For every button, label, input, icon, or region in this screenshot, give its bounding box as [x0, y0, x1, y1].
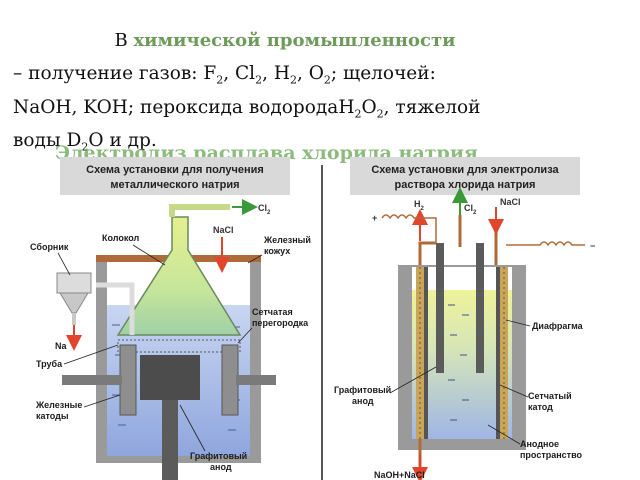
- graphite-anode-1: [436, 243, 444, 373]
- left-diagram: Схема установки для получения металличес…: [30, 157, 311, 480]
- left-title-2: металлического натрия: [110, 179, 239, 191]
- label-anod-2: анод: [210, 462, 232, 472]
- label-anodnoe-1: Анодное: [520, 439, 559, 449]
- label-katody-1: Железные: [35, 400, 82, 410]
- iron-cathode-right: [221, 344, 239, 416]
- mesh-cathode: [424, 267, 428, 439]
- anode-coil: [381, 214, 437, 243]
- right-title-2: раствора хлорида натрия: [395, 179, 536, 191]
- electrolysis-diagrams: Схема установки для получения металличес…: [30, 157, 595, 480]
- body-text: – получение газов: F2, Cl2, H2, O2; щело…: [13, 60, 613, 161]
- text-line-1: – получение газов: F2, Cl2, H2, O2; щело…: [13, 63, 436, 87]
- collector: [56, 272, 92, 294]
- text-line-3: воды D2O и др.: [13, 130, 157, 155]
- left-title-1: Схема установки для получения: [86, 164, 264, 176]
- cathode-coil: [506, 241, 585, 247]
- label-katody-2: катоды: [36, 411, 69, 421]
- plus-sign: +: [372, 213, 377, 223]
- text-line-2: NaOH, KOH; пероксида водородаH2O2, тяжел…: [13, 96, 481, 121]
- label-anodnoe-2: пространство: [520, 450, 582, 460]
- label-setchataya-2: перегородка: [252, 318, 309, 328]
- right-diagram: Схема установки для электролиза раствора…: [334, 157, 595, 480]
- graphite-anode: [140, 355, 200, 400]
- mesh-partition: [117, 339, 241, 353]
- right-cl2-label: Cl2: [464, 203, 477, 216]
- label-zhelezny-2: кожух: [264, 246, 290, 256]
- right-h2-label: H2: [414, 199, 425, 212]
- label-anod-1: Графитовый: [190, 451, 247, 461]
- pipe: [96, 282, 135, 335]
- label-na: Na: [55, 341, 67, 351]
- heading-prefix: В: [114, 30, 134, 51]
- label-setchaty-2: катод: [528, 402, 553, 412]
- iron-cathode-left: [119, 344, 137, 416]
- label-grafit-2: анод: [352, 396, 374, 406]
- heading-highlight: химической промышленности: [133, 30, 456, 51]
- label-setchataya-1: Сетчатая: [252, 307, 293, 317]
- label-grafit-1: Графитовый: [334, 385, 391, 395]
- label-naoh-nacl: NaOH+NaCl: [374, 470, 425, 480]
- left-nacl-label: NaCl: [213, 225, 234, 235]
- label-sbornik: Сборник: [30, 242, 69, 252]
- label-kolokol: Колокол: [102, 233, 140, 243]
- label-zhelezny-1: Железный: [263, 235, 311, 245]
- graphite-anode-2: [476, 243, 484, 373]
- label-diafragma: Диафрагма: [532, 321, 584, 331]
- minus-sign: −: [590, 241, 595, 251]
- heading: В химической промышленности: [0, 30, 570, 51]
- right-title-1: Схема установки для электролиза: [371, 164, 559, 176]
- label-setchaty-1: Сетчатый: [528, 391, 572, 401]
- left-cl2-label: Cl2: [258, 203, 271, 216]
- right-nacl-label: NaCl: [500, 197, 521, 207]
- label-truba: Труба: [36, 359, 63, 369]
- bell: [116, 216, 242, 336]
- left-title-box: [60, 157, 290, 195]
